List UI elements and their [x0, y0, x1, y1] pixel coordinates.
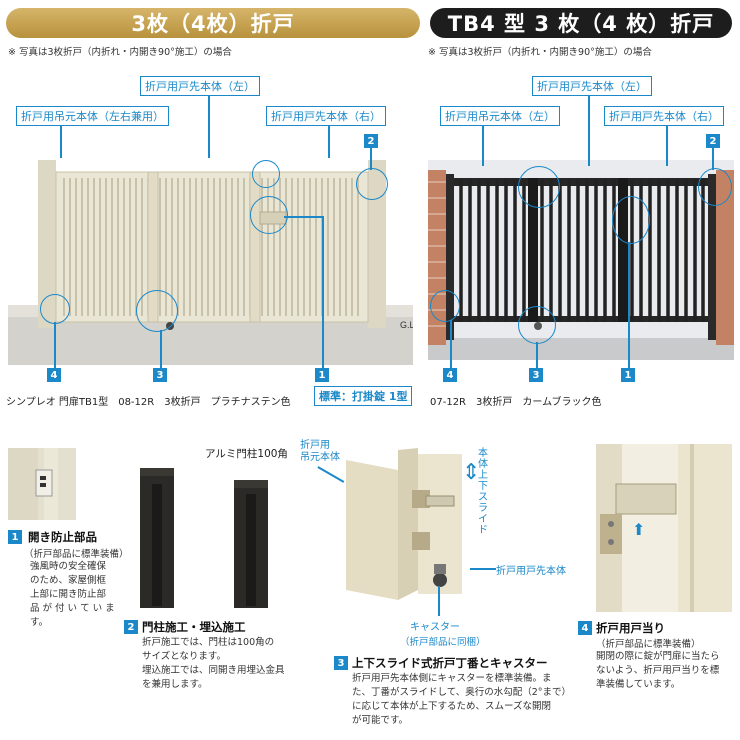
feature-4-sub: （折戸部品に標準装備） [596, 639, 701, 650]
label-standard-lock: 標準：打掛錠 1型 [314, 386, 413, 406]
right-note: ※ 写真は3枚折戸（内折れ・内開き90°施工）の場合 [428, 47, 652, 58]
feature-4-title: 折戸用戸当り [596, 621, 665, 635]
gl-label: G.L [400, 320, 413, 330]
feature-3-badge: 3 [334, 656, 348, 670]
slide-arrow-icon: ⇕ [462, 460, 481, 485]
right-callout-circle-hinge [518, 166, 560, 208]
right-callout-circle-4 [430, 290, 460, 322]
hinge-body-label: 折戸用吊元本体 [300, 440, 340, 463]
right-label-hinge-left: 折戸用吊元本体（左） [440, 106, 560, 126]
feature-2-badge: 2 [124, 620, 138, 634]
feature-4-photo [596, 444, 732, 612]
badge-2: 2 [364, 134, 378, 148]
feature-4-desc: 開閉の際に錠が門扉に当たらないよう、折戸用戸当りを標準装備しています。 [596, 651, 720, 690]
right-title-banner: TB4 型 3 枚（4 枚）折戸 [430, 8, 732, 38]
callout-circle-1 [250, 196, 288, 234]
up-arrow-icon: ⬆ [632, 520, 646, 539]
caster-sub-label: （折戸部品に同梱） [400, 637, 486, 648]
feature-2-desc: 折戸施工では、門柱は100角のサイズとなります。埋込施工では、同開き用埋込金具を… [142, 637, 285, 690]
callout-circle-2 [356, 168, 388, 200]
label-tip-right: 折戸用戸先本体（右） [266, 106, 386, 126]
badge-4: 4 [47, 368, 61, 382]
right-caption: 07-12R 3枚折戸 カームブラック色 [430, 397, 602, 408]
right-callout-circle-1 [612, 196, 650, 244]
right-label-tip-right: 折戸用戸先本体（右） [604, 106, 724, 126]
right-callout-circle-2 [698, 168, 732, 206]
callout-circle-lock [252, 160, 280, 188]
label-tip-left: 折戸用戸先本体（左） [140, 76, 260, 96]
left-caption: シンプレオ 門扉TB1型 08-12R 3枚折戸 プラチナステン色 [6, 397, 291, 408]
callout-circle-4 [40, 294, 70, 324]
right-label-tip-left: 折戸用戸先本体（左） [532, 76, 652, 96]
feature-3-desc: 折戸用戸先本体側にキャスターを標準装備。また、丁番がスライドして、奥行の水勾配（… [352, 673, 572, 726]
feature-1-badge: 1 [8, 530, 22, 544]
feature-3-title: 上下スライド式折戸丁番とキャスター [352, 656, 548, 670]
left-title-banner: 3枚（4枚）折戸 [6, 8, 420, 38]
post-label: アルミ門柱100角 [205, 448, 288, 460]
right-gate-photo [428, 160, 734, 360]
callout-circle-3 [136, 290, 178, 332]
feature-1-title: 開き防止部品 [28, 530, 97, 544]
label-hinge-body: 折戸用吊元本体（左右兼用） [16, 106, 169, 126]
right-badge-2: 2 [706, 134, 720, 148]
badge-3: 3 [153, 368, 167, 382]
left-gate-photo: G.L [8, 160, 413, 365]
feature-1-sub: （折戸部品に標準装備） [24, 549, 129, 560]
feature-2-posts-photo [140, 468, 268, 608]
feature-4-badge: 4 [578, 621, 592, 635]
right-badge-4: 4 [443, 368, 457, 382]
slide-label: 本体上下スライド [478, 448, 488, 536]
right-badge-3: 3 [529, 368, 543, 382]
right-callout-circle-3 [518, 306, 556, 344]
left-note: ※ 写真は3枚折戸（内折れ・内開き90°施工）の場合 [8, 47, 232, 58]
feature-1-desc: 強風時の安全確保のため、家屋側框上部に開き防止部品 が 付 い て い ます。 [30, 561, 115, 628]
feature-1-photo [8, 448, 76, 520]
feature-3-photo [342, 440, 482, 600]
badge-1: 1 [315, 368, 329, 382]
right-badge-1: 1 [621, 368, 635, 382]
feature-2-title: 門柱施工・埋込施工 [142, 620, 246, 634]
tip-body-label: 折戸用戸先本体 [496, 566, 566, 577]
caster-label: キャスター [410, 622, 460, 633]
